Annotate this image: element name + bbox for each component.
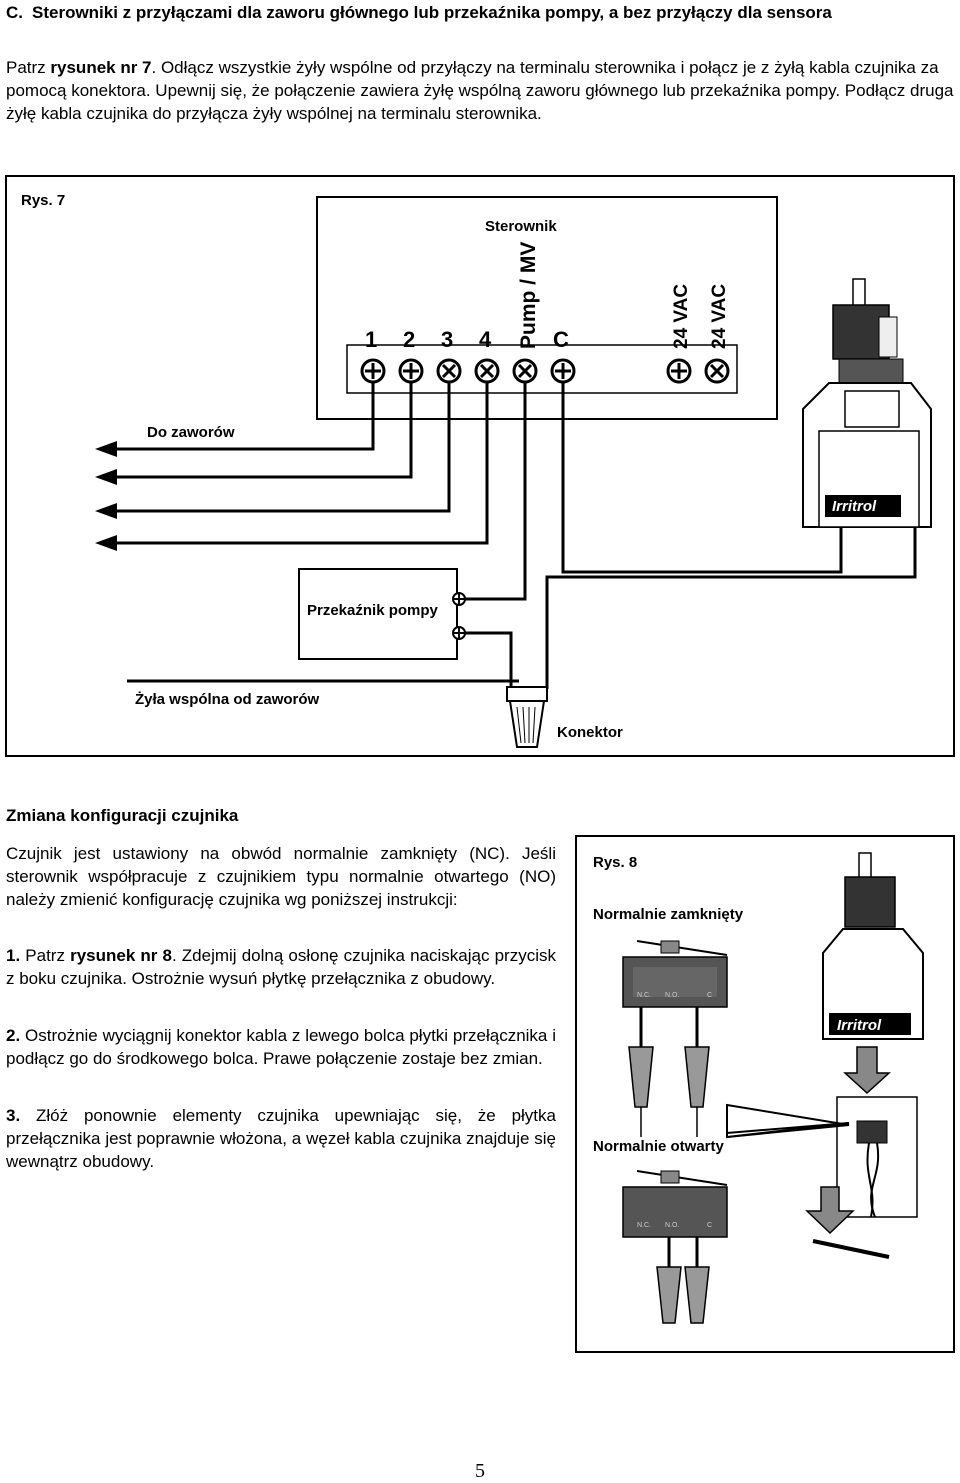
terminal-2: 2: [403, 327, 415, 352]
section-number: C.: [6, 3, 23, 22]
figure-8: Rys. 8 Normalnie zamknięty Normalnie otw…: [575, 835, 955, 1353]
step-3-text: Złóż ponownie elementy czujnika upewniaj…: [6, 1106, 556, 1171]
section-title: Sterowniki z przyłączami dla zaworu głów…: [32, 3, 832, 22]
terminal-c: C: [553, 327, 569, 352]
terminal-24vac-1: 24 VAC: [671, 284, 692, 349]
step-1-pre: Patrz: [20, 946, 71, 965]
figure-8-label: Rys. 8: [593, 854, 637, 871]
pointer-arrows: [726, 1103, 850, 1139]
common-wire-label: Żyła wspólna od zaworów: [135, 691, 320, 708]
reconfig-title: Zmiana konfiguracji czujnika: [6, 806, 239, 825]
intro-text-a: Patrz: [6, 58, 51, 77]
pump-relay-box: [298, 568, 458, 660]
pump-wires: [127, 382, 917, 689]
nc-pin-label-3: C: [707, 992, 712, 999]
switch-no-icon: N.C. N.O. C: [622, 1170, 728, 1324]
no-pin-label-2: N.O.: [665, 1222, 679, 1229]
terminal-1: 1: [365, 327, 377, 352]
step-1-text: . Zdejmij dolną osłonę czujnika naciskaj…: [6, 946, 556, 988]
figure-7-label: Rys. 7: [21, 192, 65, 209]
page-number: 5: [475, 1460, 485, 1482]
terminal-4: 4: [479, 327, 492, 352]
step-1-figure-ref: rysunek nr 8: [70, 946, 172, 965]
terminal-screws: [360, 358, 730, 384]
step-3: 3. Złóż ponownie elementy czujnika upewn…: [6, 1104, 556, 1173]
no-pin-label-3: C: [707, 1222, 712, 1229]
connector-icon: [506, 686, 548, 748]
step-2-text: Ostrożnie wyciągnij konektor kabla z lew…: [6, 1026, 556, 1068]
valve-arrows: [95, 441, 117, 551]
step-2-number: 2.: [6, 1026, 21, 1045]
valve-wires: [112, 382, 489, 545]
nc-pin-label-1: N.C.: [637, 992, 651, 999]
rain-sensor-icon: Irritrol: [802, 278, 932, 528]
figure-7-diagram: Sterownik Rys. 7 1 2 3 4 Pump / MV C 24 …: [21, 192, 932, 748]
nc-label: Normalnie zamknięty: [593, 906, 744, 923]
intro-paragraph: Patrz rysunek nr 7. Odłącz wszystkie żył…: [6, 56, 956, 125]
step-2: 2. Ostrożnie wyciągnij konektor kabla z …: [6, 1024, 556, 1070]
no-label: Normalnie otwarty: [593, 1138, 725, 1155]
figure-8-diagram: Rys. 8 Normalnie zamknięty Normalnie otw…: [593, 852, 924, 1324]
connector-label: Konektor: [557, 724, 623, 741]
intro-figure-ref: rysunek nr 7: [50, 58, 152, 77]
nc-pin-label-2: N.O.: [665, 992, 679, 999]
terminal-pump-mv: Pump / MV: [517, 242, 540, 349]
controller-label: Sterownik: [485, 218, 557, 235]
section-heading: C. Sterowniki z przyłączami dla zaworu g…: [6, 2, 956, 24]
step-3-number: 3.: [6, 1106, 21, 1125]
step-1-number: 1.: [6, 946, 21, 965]
sensor-brand: Irritrol: [832, 498, 877, 515]
to-valves-label: Do zaworów: [147, 424, 235, 441]
no-pin-label-1: N.C.: [637, 1222, 651, 1229]
switch-nc-icon: N.C. N.O. C: [622, 940, 728, 1137]
step-1: 1. Patrz rysunek nr 8. Zdejmij dolną osł…: [6, 944, 556, 990]
sensor-icon: Irritrol: [805, 852, 924, 1259]
pump-relay-label: Przekaźnik pompy: [307, 602, 439, 619]
terminal-24vac-2: 24 VAC: [709, 284, 730, 349]
intro-text-b: . Odłącz wszystkie żyły wspólne od przył…: [6, 58, 954, 123]
terminal-3: 3: [441, 327, 453, 352]
figure-7: Sterownik Rys. 7 1 2 3 4 Pump / MV C 24 …: [5, 175, 955, 757]
reconfig-intro: Czujnik jest ustawiony na obwód normalni…: [6, 844, 556, 909]
sensor-brand-8: Irritrol: [837, 1017, 882, 1034]
